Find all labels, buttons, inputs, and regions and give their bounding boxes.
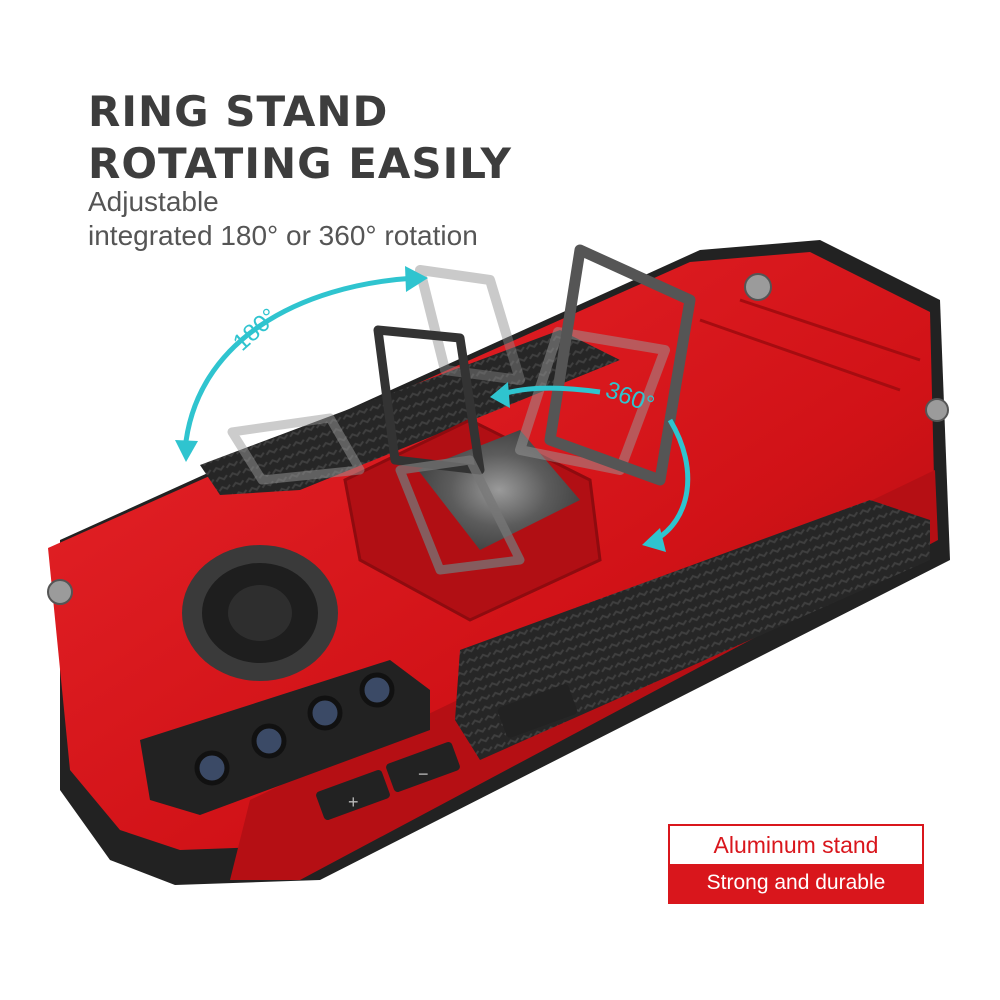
screw-left: [47, 579, 73, 605]
camera-lens-1: [194, 750, 230, 786]
feature-badge: Aluminum stand Strong and durable: [668, 824, 924, 904]
grip-panel-top: [200, 330, 620, 495]
arrowhead-360-bottom: [642, 528, 666, 552]
volume-up-button: [316, 770, 390, 820]
subheadline-line-1: Adjustable: [88, 186, 219, 217]
ring-stand-frames: [227, 244, 696, 575]
volume-down-button: [386, 742, 460, 792]
headline-line-1: RING STAND: [88, 87, 389, 136]
screw-top-right: [744, 273, 772, 301]
badge-title: Aluminum stand: [713, 832, 879, 858]
arrowhead-360-top: [490, 382, 510, 408]
headline-line-2: ROTATING EASILY: [88, 139, 512, 188]
arrowhead-180-top: [405, 266, 428, 292]
camera-module: [140, 660, 430, 815]
ring-frame-front: [395, 455, 525, 575]
case-ridge-line: [699, 298, 921, 392]
camera-lens-3: [307, 695, 343, 731]
screw-right: [925, 398, 949, 422]
camera-lens-2: [251, 723, 287, 759]
ring-frame-large: [544, 244, 696, 486]
volume-down-label: −: [418, 764, 429, 784]
power-button: [497, 684, 578, 738]
badge-subtitle: Strong and durable: [670, 864, 922, 902]
grip-panel-bottom: [455, 500, 930, 760]
volume-up-label: +: [348, 792, 359, 812]
camera-lens-4: [359, 672, 395, 708]
ring-frame-ghost-1: [227, 413, 365, 485]
subheadline-line-2: integrated 180° or 360° rotation: [88, 220, 478, 251]
rotation-label-180: 180°: [228, 303, 283, 356]
arrowhead-180-bottom: [175, 440, 198, 462]
fingerprint-sensor: [182, 545, 338, 681]
side-buttons: + −: [316, 684, 578, 820]
headline: RING STAND ROTATING EASILY: [88, 86, 512, 190]
